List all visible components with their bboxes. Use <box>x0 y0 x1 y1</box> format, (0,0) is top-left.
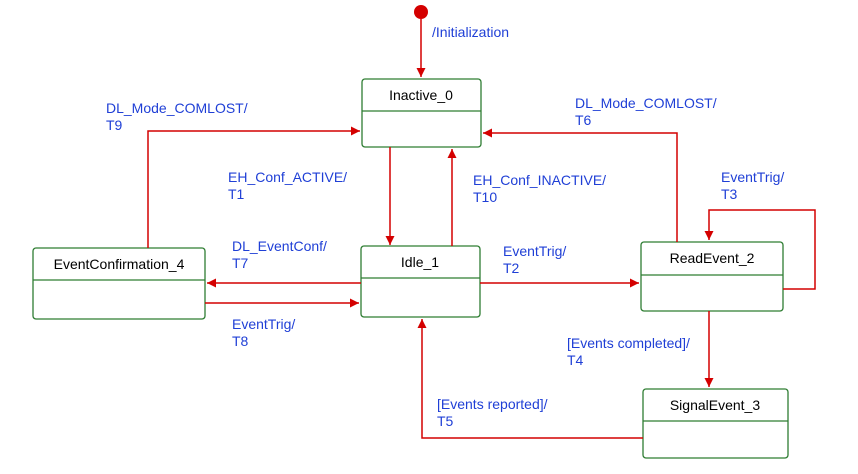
state-inactive: Inactive_0 <box>361 78 482 148</box>
state-idle: Idle_1 <box>360 245 481 318</box>
transition-t5-label: [Events reported]/T5 <box>437 396 548 429</box>
transition-t5 <box>417 319 643 439</box>
transition-t7-label: DL_EventConf/T7 <box>232 238 327 271</box>
transition-t10-label: EH_Conf_INACTIVE/T10 <box>473 172 606 205</box>
transition-t1-label: EH_Conf_ACTIVE/T1 <box>228 169 347 202</box>
state-eventconfirmation-name: EventConfirmation_4 <box>54 256 185 272</box>
transition-t3 <box>704 209 816 290</box>
state-readevent: ReadEvent_2 <box>640 241 784 312</box>
transition-t9 <box>147 126 360 248</box>
state-inactive-name: Inactive_0 <box>389 87 453 103</box>
transition-t8-label: EventTrig/T8 <box>232 316 295 349</box>
transition-t2-label: EventTrig/T2 <box>503 243 566 276</box>
transition-t6-label: DL_Mode_COMLOST/T6 <box>575 95 717 128</box>
state-readevent-name: ReadEvent_2 <box>670 250 755 266</box>
state-eventconfirmation: EventConfirmation_4 <box>32 247 206 320</box>
initial-state-dot <box>414 5 428 19</box>
state-signalevent: SignalEvent_3 <box>642 388 789 459</box>
transition-init-label: /Initialization <box>432 24 509 40</box>
state-signalevent-name: SignalEvent_3 <box>670 397 761 413</box>
transition-t9-label: DL_Mode_COMLOST/T9 <box>106 100 248 133</box>
transition-t4-label: [Events completed]/T4 <box>567 335 690 368</box>
transition-t3-label: EventTrig/T3 <box>721 169 784 202</box>
state-idle-name: Idle_1 <box>401 254 439 270</box>
transition-t6 <box>483 128 678 242</box>
